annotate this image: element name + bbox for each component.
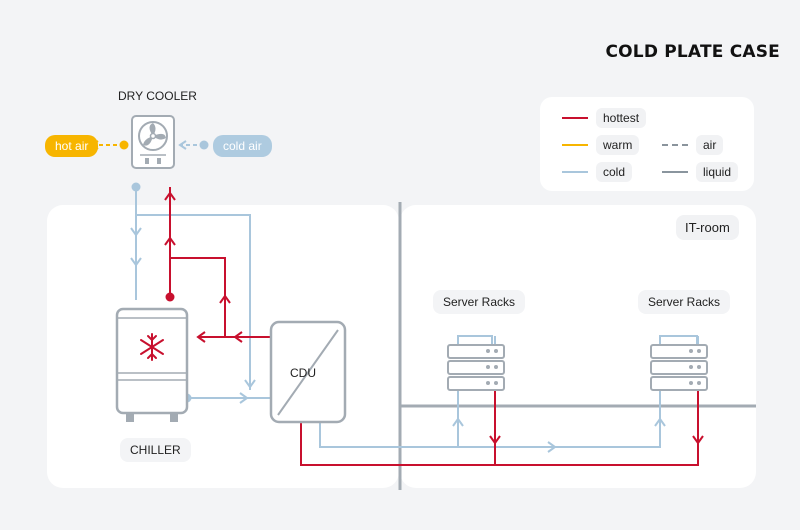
hot-pipe-racks-cdu (300, 390, 699, 466)
cold-air-chip: cold air (213, 135, 272, 157)
legend-item-cold: cold (562, 162, 633, 182)
snowflake-icon (140, 333, 164, 361)
cold-air-dot (199, 140, 209, 150)
hot-pipes (164, 187, 704, 466)
cdu-diagonal (277, 329, 339, 416)
legend-label-liquid: liquid (696, 162, 739, 182)
dry-cooler-label: DRY COOLER (108, 84, 207, 108)
cold-arrow (130, 257, 142, 267)
server-rack-icon (447, 344, 505, 391)
chiller-label: CHILLER (120, 438, 191, 462)
cold-pipes (130, 182, 698, 453)
server-racks-label-1: Server Racks (433, 290, 526, 314)
legend-label-hottest: hottest (596, 108, 647, 128)
cold-pipe-rack1-top (457, 335, 493, 345)
dry-cooler-foot (145, 158, 149, 164)
dry-cooler-unit (131, 115, 175, 169)
hot-dot (165, 292, 175, 302)
legend-item-liquid: liquid (662, 162, 739, 182)
chiller-unit (115, 307, 189, 422)
hot-arrow (233, 331, 243, 343)
chiller-foot (126, 413, 134, 422)
cdu-label: CDU (290, 366, 316, 380)
legend-item-air: air (662, 135, 724, 155)
cdu-unit (269, 320, 347, 424)
dry-cooler-foot (157, 158, 161, 164)
hot-arrow (164, 191, 176, 201)
legend: hottest warm cold air liquid (540, 97, 754, 191)
cold-pipe-rack2-top (659, 335, 698, 345)
hot-arrow (164, 236, 176, 246)
cold-pipe-branch (136, 214, 251, 390)
legend-item-hottest: hottest (562, 108, 647, 128)
hot-pipe-loop (170, 257, 226, 337)
cold-arrow (452, 417, 464, 427)
server-racks-label-2: Server Racks (638, 290, 731, 314)
cold-arrow (244, 379, 256, 389)
chiller-foot (170, 413, 178, 422)
legend-line-warm (562, 144, 588, 146)
legend-label-warm: warm (596, 135, 640, 155)
hot-air-dot (119, 140, 129, 150)
rack-top-link (494, 336, 699, 345)
hot-arrow (196, 331, 206, 343)
it-room-label: IT-room (676, 215, 739, 240)
legend-item-warm: warm (562, 135, 640, 155)
diagram-title: COLD PLATE CASE (605, 42, 780, 62)
cold-dot (131, 182, 141, 192)
fan-icon (138, 121, 168, 151)
legend-line-liquid (662, 171, 688, 173)
legend-label-air: air (696, 135, 724, 155)
hot-arrow (219, 294, 231, 304)
cold-arrow (239, 392, 249, 404)
legend-line-hottest (562, 117, 588, 119)
legend-line-air (662, 144, 688, 146)
server-rack-icon (650, 344, 708, 391)
legend-line-cold (562, 171, 588, 173)
cold-arrow (654, 417, 666, 427)
cold-air-arrow (178, 140, 187, 150)
hot-arrow (692, 435, 704, 445)
cold-arrow (130, 227, 142, 237)
legend-label-cold: cold (596, 162, 633, 182)
hot-air-chip: hot air (45, 135, 99, 157)
cold-pipe-cdu-racks (319, 390, 661, 448)
hot-arrow (489, 435, 501, 445)
cold-arrow (547, 441, 557, 453)
